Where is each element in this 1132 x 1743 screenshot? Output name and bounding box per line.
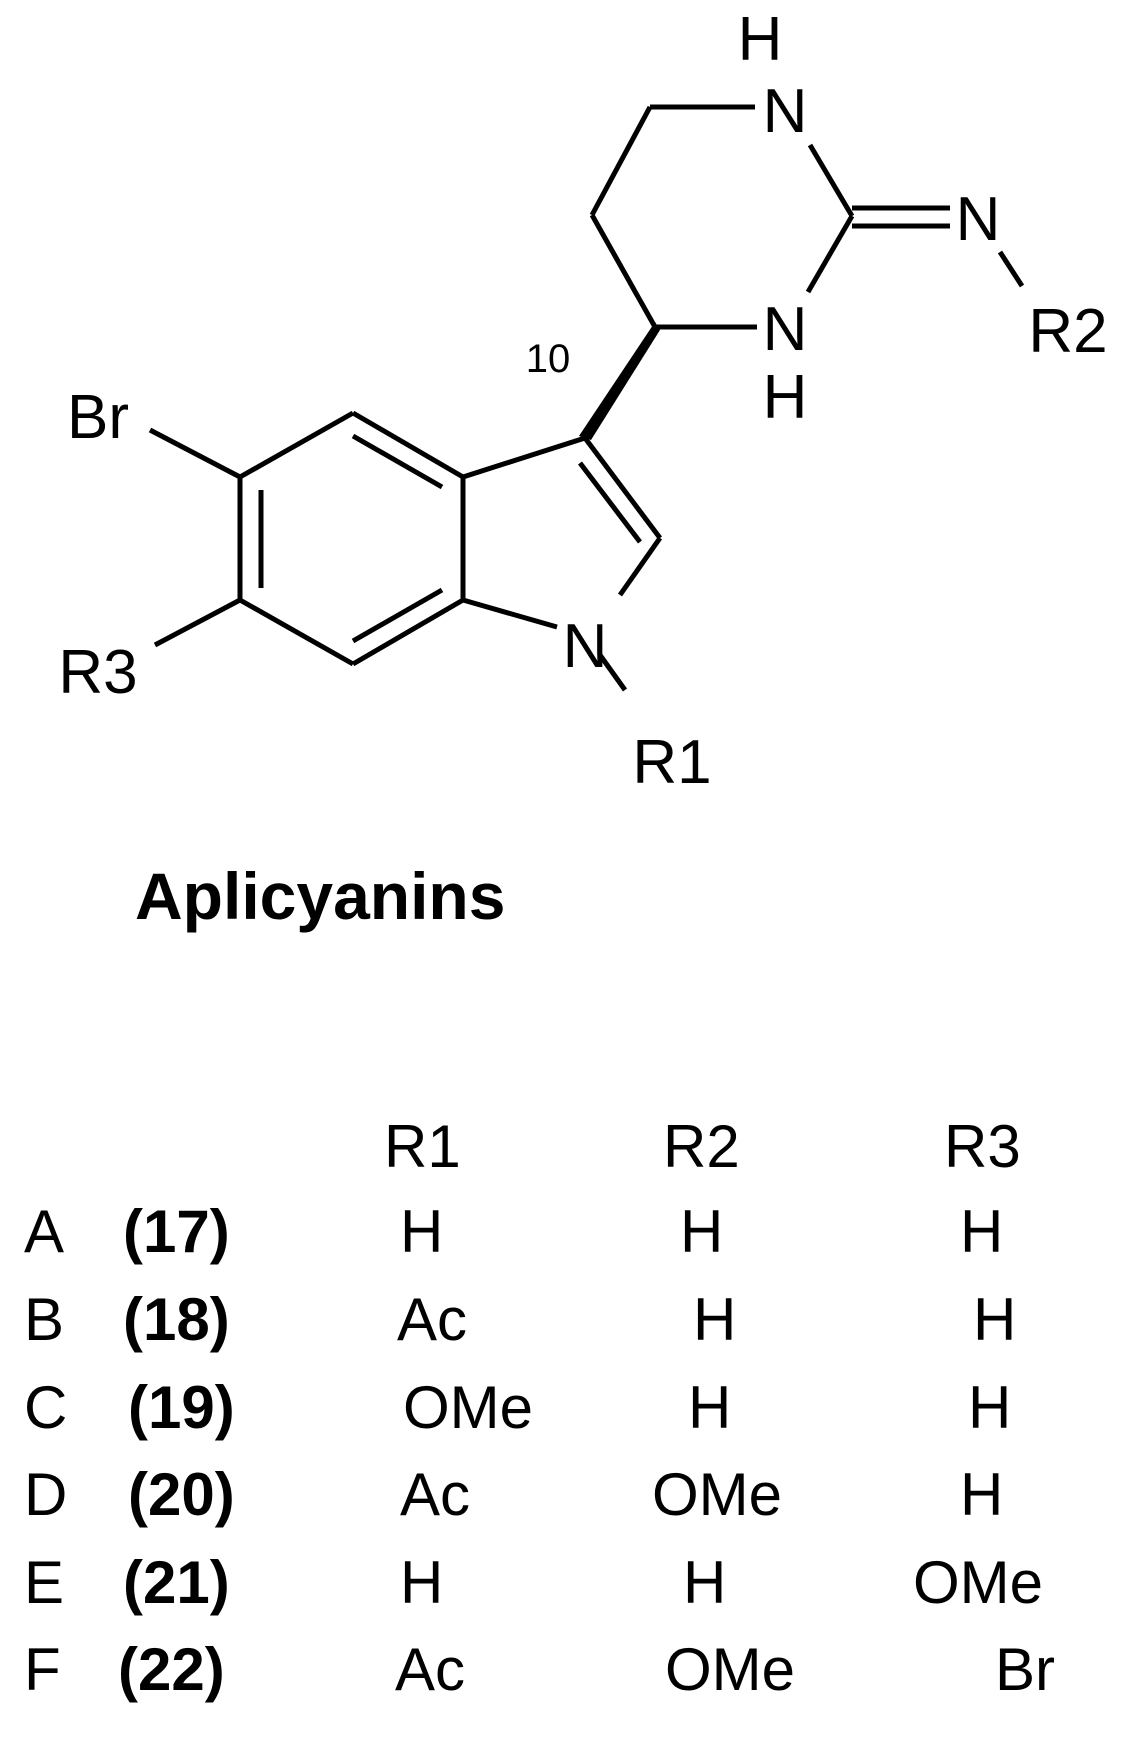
row-letter: D — [24, 1461, 68, 1528]
row-compound-number: (17) — [123, 1198, 230, 1265]
bond-c6-c7 — [238, 597, 355, 667]
bond-c7-c7a-inner — [351, 587, 444, 644]
bond-c-c-ring-lower-left — [589, 213, 658, 329]
cell-r3: Br — [995, 1636, 1055, 1703]
cell-r3: OMe — [913, 1549, 1044, 1616]
cell-r2: H — [688, 1374, 732, 1441]
header-r3: R3 — [944, 1113, 1021, 1180]
atom-r3: R3 — [58, 638, 137, 707]
row-compound-number: (22) — [118, 1636, 225, 1703]
atom-n-indole: N — [563, 612, 608, 681]
atom-n-imine: N — [956, 185, 1001, 254]
bond-n-c2-lower — [805, 214, 855, 294]
row-compound-number: (20) — [128, 1461, 235, 1528]
cell-r1: Ac — [400, 1461, 471, 1528]
cell-r1: Ac — [397, 1286, 468, 1353]
bond-c7-c7a — [351, 597, 465, 667]
header-r1: R1 — [384, 1113, 461, 1180]
bond-n1-c7a — [462, 597, 558, 630]
cell-r1: H — [400, 1198, 444, 1265]
bond-c2-n1 — [617, 536, 663, 597]
bond-c3a-c4 — [351, 410, 465, 480]
bond-c6-r3 — [153, 597, 242, 648]
row-letter: C — [24, 1374, 68, 1441]
row-compound-number: (19) — [128, 1374, 235, 1441]
bond-c3-c3a — [462, 435, 586, 480]
cell-r3: H — [960, 1198, 1004, 1265]
atom-n-top: N — [763, 77, 808, 146]
locant-c10: 10 — [526, 337, 571, 381]
row-letter: A — [24, 1198, 65, 1265]
bond-c4-c5 — [238, 410, 355, 480]
compound-class-title: Aplicyanins — [135, 859, 506, 933]
atom-r2: R2 — [1028, 297, 1107, 366]
atom-h-bottom: H — [763, 363, 808, 432]
cell-r1: H — [400, 1549, 444, 1616]
cell-r3: H — [973, 1286, 1017, 1353]
bond-n-r2 — [997, 250, 1025, 288]
atom-h-top: H — [738, 5, 783, 74]
wedge-bond-c10 — [579, 322, 660, 440]
cell-r1: OMe — [403, 1374, 534, 1441]
bond-n1-r1 — [597, 653, 628, 692]
bond-c3a-c4-inner — [351, 433, 444, 490]
bond-n-c2-upper — [807, 143, 855, 218]
cell-r3: H — [968, 1374, 1012, 1441]
atom-n-bottom: N — [763, 295, 808, 364]
cell-r3: H — [960, 1461, 1004, 1528]
row-letter: B — [24, 1286, 65, 1353]
atom-r1: R1 — [632, 728, 711, 797]
cell-r2: OMe — [652, 1461, 783, 1528]
row-letter: F — [24, 1636, 61, 1703]
aplicyanin-structure: H N N R2 N H 10 Br R3 N R1 — [58, 5, 1107, 797]
bond-c5-br — [148, 427, 242, 480]
cell-r1: Ac — [395, 1636, 466, 1703]
cell-r2: H — [680, 1198, 724, 1265]
cell-r2: H — [693, 1286, 737, 1353]
row-compound-number: (18) — [123, 1286, 230, 1353]
bond-c3-c2 — [583, 436, 662, 540]
row-compound-number: (21) — [123, 1549, 230, 1616]
cell-r2: H — [683, 1549, 727, 1616]
bond-c3-c2-inner — [578, 461, 642, 544]
atom-br: Br — [67, 383, 129, 452]
row-letter: E — [24, 1549, 65, 1616]
cell-r2: OMe — [665, 1636, 796, 1703]
bond-c-c-ring-left — [589, 105, 653, 217]
header-r2: R2 — [663, 1113, 740, 1180]
